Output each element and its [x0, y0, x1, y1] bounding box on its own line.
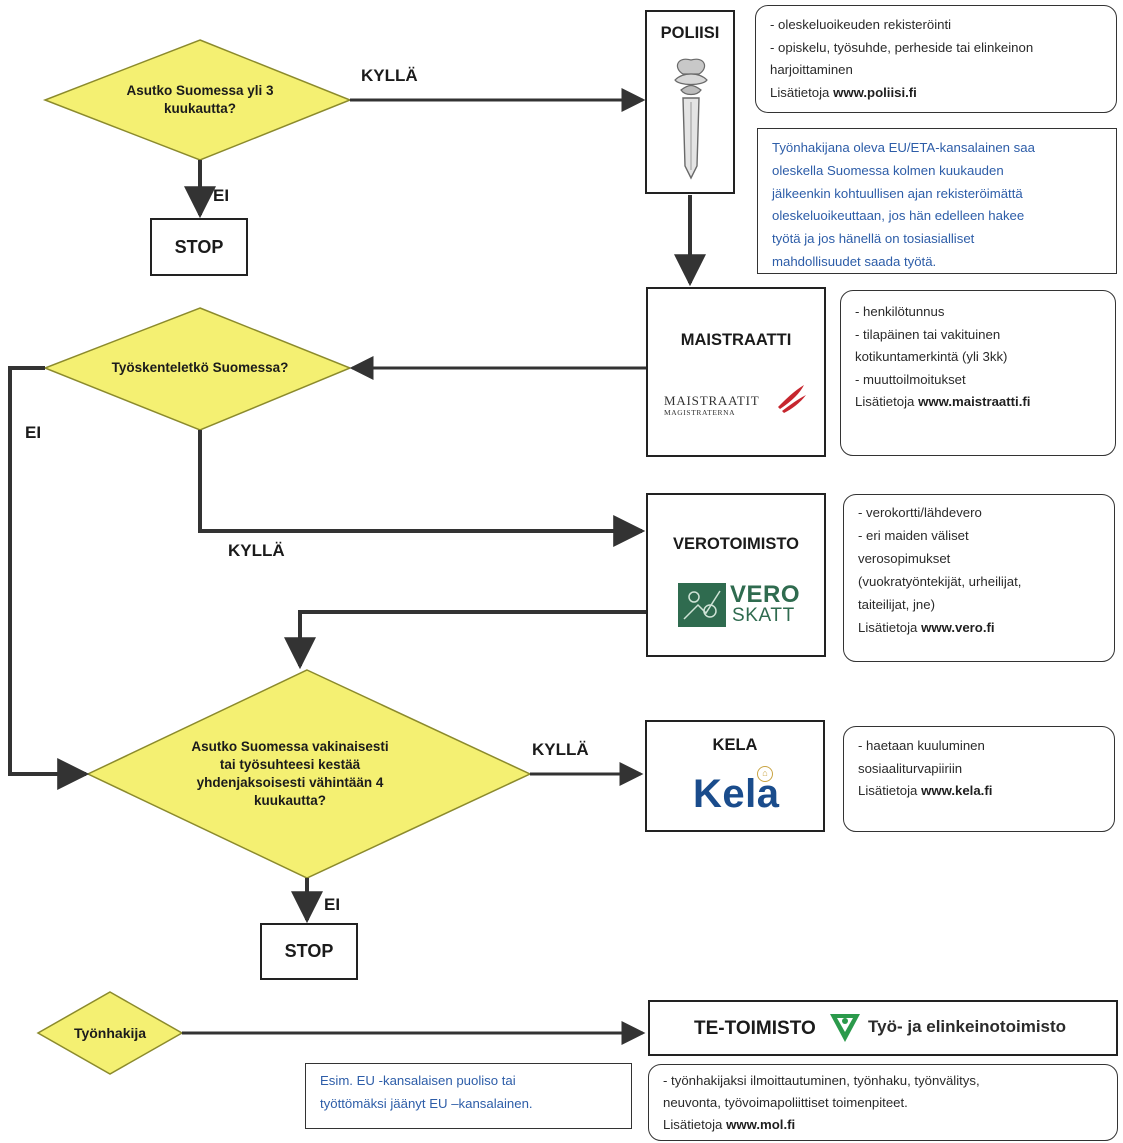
- edge-d2-no: [8, 366, 90, 790]
- edge-vero-d3: [284, 610, 646, 670]
- info-poliisi: - oleskeluoikeuden rekisteröinti - opisk…: [755, 5, 1117, 113]
- info-line: - henkilötunnus: [855, 304, 945, 319]
- info-kela: - haetaan kuuluminen sosiaaliturvapiirii…: [843, 726, 1115, 832]
- info-line: neuvonta, työvoimapoliittiset toimenpite…: [663, 1095, 908, 1110]
- decision-2-text: Työskenteletkö Suomessa?: [111, 359, 289, 375]
- agency-te-subtitle: Työ- ja elinkeinotoimisto: [868, 1017, 1067, 1036]
- edge-label-d2-no: EI: [25, 423, 42, 442]
- agency-vero-title: VEROTOIMISTO: [673, 535, 799, 553]
- edge-label-d1-no: EI: [213, 186, 230, 205]
- agency-kela: KELA Kela ⌂: [645, 720, 825, 832]
- link-kela[interactable]: www.kela.fi: [921, 783, 993, 798]
- agency-te: TE-TOIMISTO Työ- ja elinkeinotoimisto: [648, 1000, 1118, 1056]
- vero-logo-text: VERO: [730, 581, 801, 608]
- note-line: Työnhakijana oleva EU/ETA-kansalainen sa…: [772, 140, 1035, 155]
- note-line: työttömäksi jäänyt EU –kansalainen.: [320, 1095, 533, 1111]
- maistraatti-logo-subtext: MAGISTRATERNA: [664, 408, 736, 417]
- agency-poliisi: POLIISI: [645, 10, 735, 194]
- poliisi-note: Työnhakijana oleva EU/ETA-kansalainen sa…: [757, 128, 1117, 274]
- decision-1-text: Asutko Suomessa yli 3 kuukautta?: [126, 82, 274, 116]
- agency-maistraatti: MAISTRAATTI MAISTRAATIT MAGISTRATERNA: [646, 287, 826, 457]
- edge-label-d3-yes: KYLLÄ: [532, 740, 589, 759]
- note-line: jälkeenkin kohtuullisen ajan rekisteröim…: [772, 185, 1023, 201]
- agency-kela-title: KELA: [712, 736, 758, 754]
- info-maistraatti: - henkilötunnus - tilapäinen tai vakitui…: [840, 290, 1116, 456]
- info-more: Lisätietoja www.vero.fi: [858, 616, 1104, 639]
- info-line: sosiaaliturvapiiriin: [858, 760, 963, 776]
- info-line: - tilapäinen tai vakituinen: [855, 326, 1001, 342]
- edge-label-d1-yes: KYLLÄ: [361, 66, 418, 85]
- note-line: työtä ja jos hänellä on tosiasialliset: [772, 231, 975, 247]
- link-vero[interactable]: www.vero.fi: [921, 620, 995, 635]
- info-te: - työnhakijaksi ilmoittautuminen, työnha…: [648, 1064, 1118, 1141]
- info-line: kotikuntamerkintä (yli 3kk): [855, 349, 1008, 364]
- kela-mark-icon: ⌂: [757, 766, 773, 782]
- vero-logo-icon: [678, 583, 726, 627]
- note-line: oleskella Suomessa kolmen kuukauden: [772, 162, 1004, 178]
- stop-box-2: STOP: [260, 923, 358, 980]
- edge-label-d2-yes: KYLLÄ: [228, 541, 285, 560]
- info-line: - verokortti/lähdevero: [858, 505, 982, 520]
- more-prefix: Lisätietoja: [855, 394, 915, 409]
- agency-poliisi-title: POLIISI: [660, 24, 720, 42]
- info-more: Lisätietoja www.mol.fi: [663, 1114, 1107, 1136]
- decision-3-text: Asutko Suomessa vakinaisesti tai työsuht…: [191, 738, 389, 809]
- info-line: - muuttoilmoitukset: [855, 371, 966, 387]
- info-line: verosopimukset: [858, 551, 951, 566]
- info-more: Lisätietoja www.maistraatti.fi: [855, 391, 1105, 414]
- link-te[interactable]: www.mol.fi: [726, 1117, 796, 1132]
- police-badge-icon: [674, 58, 708, 180]
- more-prefix: Lisätietoja: [858, 783, 918, 798]
- info-more: Lisätietoja www.kela.fi: [858, 780, 1104, 803]
- vero-logo-subtext: SKATT: [732, 605, 795, 626]
- te-note: Esim. EU -kansalaisen puoliso tai työttö…: [305, 1063, 632, 1129]
- stop-box-1: STOP: [150, 218, 248, 276]
- agency-vero: VEROTOIMISTO VERO SKATT: [646, 493, 826, 657]
- info-more: Lisätietoja www.poliisi.fi: [770, 82, 1106, 105]
- link-poliisi[interactable]: www.poliisi.fi: [833, 84, 917, 100]
- edge-label-d3-no: EI: [324, 895, 341, 914]
- info-line: - opiskelu, työsuhde, perheside tai elin…: [770, 39, 1034, 55]
- info-line: taiteilijat, jne): [858, 597, 935, 612]
- edge-d2-yes: [198, 430, 646, 547]
- info-line: - oleskeluoikeuden rekisteröinti: [770, 17, 952, 32]
- info-line: - haetaan kuuluminen: [858, 738, 985, 753]
- info-line: - työnhakijaksi ilmoittautuminen, työnha…: [663, 1073, 980, 1088]
- maistraatti-logo-text: MAISTRAATIT: [664, 393, 760, 408]
- more-prefix: Lisätietoja: [663, 1117, 723, 1132]
- info-line: harjoittaminen: [770, 62, 853, 77]
- decision-4-text: Työnhakija: [73, 1024, 147, 1041]
- maistraatti-logo-icon: [778, 385, 806, 413]
- agency-te-title: TE-TOIMISTO: [694, 1018, 816, 1039]
- link-maistraatti[interactable]: www.maistraatti.fi: [918, 394, 1031, 409]
- info-line: - eri maiden väliset: [858, 528, 969, 543]
- info-line: (vuokratyöntekijät, urheilijat,: [858, 574, 1022, 589]
- more-prefix: Lisätietoja: [770, 84, 830, 100]
- te-logo-icon: [830, 1014, 860, 1042]
- decision-diamond-4: [36, 991, 184, 1075]
- note-line: mahdollisuudet saada työtä.: [772, 253, 937, 269]
- agency-maistraatti-title: MAISTRAATTI: [680, 331, 792, 349]
- info-vero: - verokortti/lähdevero - eri maiden väli…: [843, 494, 1115, 662]
- note-line: oleskeluoikeuttaan, jos hän edelleen hak…: [772, 208, 1025, 224]
- note-line: Esim. EU -kansalaisen puoliso tai: [320, 1073, 516, 1088]
- more-prefix: Lisätietoja: [858, 620, 918, 635]
